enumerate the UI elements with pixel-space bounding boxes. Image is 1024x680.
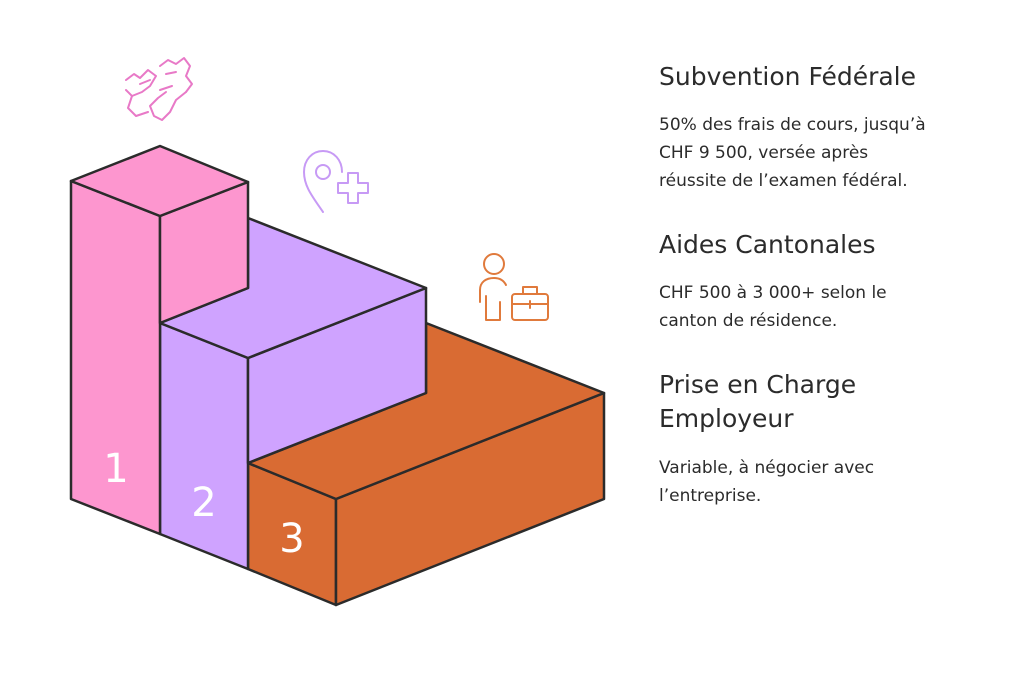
item-description-line: 50% des frais de cours, jusqu’à xyxy=(659,115,926,135)
step-number-3: 3 xyxy=(279,516,304,562)
item-title: Prise en Charge xyxy=(659,370,857,399)
item-description-line: CHF 500 à 3 000+ selon le xyxy=(659,283,887,303)
staircase-diagram: 1 2 3 xyxy=(69,57,606,607)
person-briefcase-icon xyxy=(479,253,549,321)
step-number-1: 1 xyxy=(103,446,128,492)
step-block-1 xyxy=(69,144,250,536)
item-description-line: réussite de l’examen fédéral. xyxy=(659,171,908,191)
item-description-line: l’entreprise. xyxy=(659,486,762,506)
item-title-line2: Employeur xyxy=(659,404,794,433)
step-block-3 xyxy=(246,321,606,607)
item-3: Prise en Charge Employeur Variable, à né… xyxy=(659,368,999,510)
item-description-line: canton de résidence. xyxy=(659,311,838,331)
item-title: Aides Cantonales xyxy=(659,230,876,259)
item-1: Subvention Fédérale 50% des frais de cou… xyxy=(659,60,999,195)
step-number-2: 2 xyxy=(191,480,216,526)
item-description-line: Variable, à négocier avec xyxy=(659,458,875,478)
item-2: Aides Cantonales CHF 500 à 3 000+ selon … xyxy=(659,228,999,335)
hands-support-icon xyxy=(125,57,193,121)
item-title: Subvention Fédérale xyxy=(659,62,917,91)
step-block-2 xyxy=(158,216,428,571)
item-description-line: CHF 9 500, versée après xyxy=(659,143,869,163)
location-plus-icon xyxy=(303,150,369,213)
